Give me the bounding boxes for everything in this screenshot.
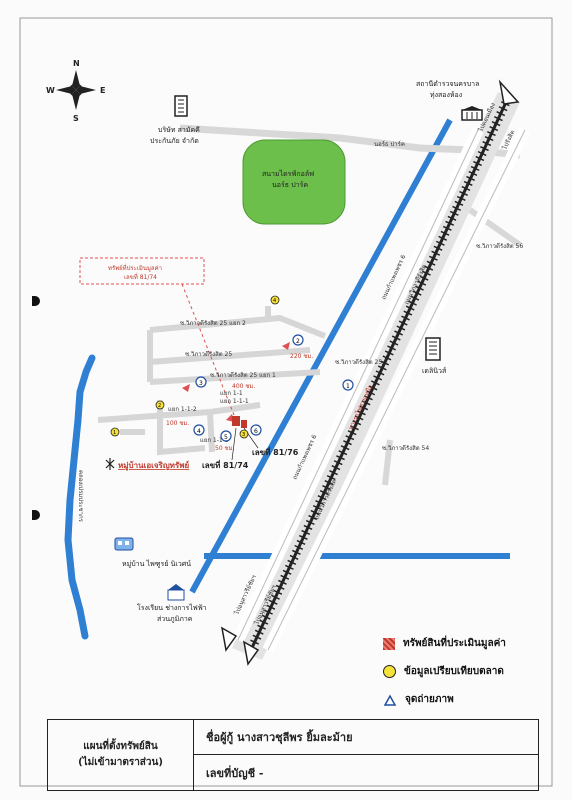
village-pp-label: หมู่บ้าน ไพฑูรย์ นิเวศน์ xyxy=(122,559,191,568)
police-label-2: ทุ่งสองห้อง xyxy=(430,91,462,99)
punch-hole-top xyxy=(32,296,40,306)
svg-text:3: 3 xyxy=(242,432,245,438)
road-soi54 xyxy=(382,439,393,486)
title-left-cell: แผนที่ตั้งทรัพย์สิน (ไม่เข้ามาตราส่วน) xyxy=(48,720,194,790)
photo-point-5: 5 xyxy=(220,430,232,442)
dailynews-building-icon xyxy=(425,337,441,361)
pointer-line xyxy=(181,283,237,421)
soi54-label: ซ.วิภาวดีรังสิต 54 xyxy=(382,444,429,452)
sub112-label: แยก 1-1-2 xyxy=(168,406,197,413)
legend-photo-label: จุดถ่ายภาพ xyxy=(405,694,454,705)
school-label-1: โรงเรียน ช่างการไฟฟ้า xyxy=(137,603,207,612)
plot-a-label: เลขที่ 81/74 xyxy=(202,459,249,470)
title-block: แผนที่ตั้งทรัพย์สิน (ไม่เข้ามาตราส่วน) ช… xyxy=(47,719,539,791)
photo-point-2: 2 xyxy=(292,334,304,346)
svg-text:6: 6 xyxy=(254,428,258,435)
northpark-road-label: นอร์ธ ปาร์ค xyxy=(374,140,405,148)
title-line1: แผนที่ตั้งทรัพย์สิน xyxy=(83,741,158,752)
canal-diagonal xyxy=(189,118,453,594)
title-line2: (ไม่เข้ามาตราส่วน) xyxy=(78,757,163,768)
sub111-label: แยก 1-1-1 xyxy=(220,398,249,405)
compass-w: W xyxy=(46,86,55,95)
dist-50: 50 ชม. xyxy=(215,445,235,452)
compass-s: S xyxy=(73,114,79,123)
police-label-1: สถานีตำรวจนครบาล xyxy=(416,80,479,88)
property-note-box xyxy=(79,257,205,285)
company-label-1: บริษัท สามัคคี xyxy=(158,126,200,134)
company-label-2: ประกันภัย จำกัด xyxy=(150,137,199,145)
soi25-1-label: ซ.วิภาวดีรังสิต 25 แยก 1 xyxy=(210,371,276,379)
village-house-icon xyxy=(114,537,134,551)
legend-property: ทรัพย์สินที่ประเมินมูลค่า xyxy=(383,636,506,651)
soi56-label: ซ.วิภาวดีรังสิต 56 xyxy=(476,242,523,250)
photo-point-6: 6 xyxy=(250,424,262,436)
svg-text:4: 4 xyxy=(273,298,276,304)
dist-400: 400 ชม. xyxy=(232,383,255,390)
photo-point-1: 1 xyxy=(342,379,354,391)
legend-property-label: ทรัพย์สินที่ประเมินมูลค่า xyxy=(403,638,506,649)
account-row: เลขที่บัญชี - xyxy=(194,755,538,790)
canal-label: คลองเปรมประชากร xyxy=(77,470,84,523)
account-number: เลขที่บัญชี - xyxy=(206,766,264,780)
borrower-name: ชื่อผู้กู้ นางสาวชุลีพร ยิ้มละม้าย xyxy=(206,731,353,744)
plot-b-label: เลขที่ 81/76 xyxy=(252,446,299,457)
market-marker-3: 3 xyxy=(239,429,249,439)
svg-text:1: 1 xyxy=(346,383,350,390)
borrower-row: ชื่อผู้กู้ นางสาวชุลีพร ยิ้มละม้าย xyxy=(194,720,538,755)
school-icon xyxy=(167,584,185,601)
photo-point-4: 4 xyxy=(193,424,205,436)
note-box-line2: เลขที่ 81/74 xyxy=(124,273,157,281)
market-marker-1: 1 xyxy=(110,427,120,437)
note-box-line1: ทรัพย์ที่ประเมินมูลค่า xyxy=(108,264,162,272)
property-marker xyxy=(232,416,247,428)
railway xyxy=(245,96,513,654)
dist-220: 220 ชม. xyxy=(290,353,313,360)
property-swatch xyxy=(383,637,395,650)
svg-text:2: 2 xyxy=(296,338,300,345)
soi25-right-label: ซ.วิภาวดีรังสิต 25 xyxy=(335,358,382,366)
legend-photo: จุดถ่ายภาพ xyxy=(383,692,454,707)
local-roads xyxy=(97,306,327,456)
svg-text:3: 3 xyxy=(199,380,203,387)
compass-icon xyxy=(56,70,96,110)
hw-arrow-top xyxy=(498,79,520,105)
photo-point-icon xyxy=(383,693,397,706)
sub113-label: แยก 1-1-3 xyxy=(200,437,229,444)
photo-point-3: 3 xyxy=(195,376,207,388)
plot-a-leader xyxy=(231,427,237,461)
legend-market: ข้อมูลเปรียบเทียบตลาด xyxy=(383,664,504,679)
canal-left xyxy=(64,354,96,640)
sub11-label: แยก 1-1 xyxy=(220,390,243,397)
asterisk-icon xyxy=(105,458,115,470)
soi25-2-label: ซ.วิภาวดีรังสิต 25 แยก 2 xyxy=(180,319,246,327)
dailynews-label: เดลินิวส์ xyxy=(422,367,447,375)
market-marker-4: 4 xyxy=(270,295,280,305)
hw-arrow-bot2 xyxy=(242,640,260,666)
svg-text:5: 5 xyxy=(224,434,228,441)
village-arj-label: หมู่บ้านเอเจริญทรัพย์ xyxy=(118,460,190,471)
svg-text:2: 2 xyxy=(158,403,161,409)
svg-text:1: 1 xyxy=(113,430,116,436)
market-marker-2: 2 xyxy=(155,400,165,410)
svg-text:4: 4 xyxy=(197,428,201,435)
golf-label-1: สนามไดรฟ์กอล์ฟ xyxy=(262,169,314,178)
dist-100: 100 ชม. xyxy=(166,420,189,427)
punch-hole-bottom xyxy=(32,510,40,520)
compass-n: N xyxy=(73,59,80,68)
building-icon xyxy=(174,95,188,117)
soi25-label: ซ.วิภาวดีรังสิต 25 xyxy=(185,350,232,358)
hw-arrow-bot1 xyxy=(220,626,238,652)
golf-course xyxy=(242,139,346,225)
market-swatch xyxy=(383,665,396,678)
legend-market-label: ข้อมูลเปรียบเทียบตลาด xyxy=(404,666,504,677)
golf-label-2: นอร์ธ ปาร์ค xyxy=(272,181,308,189)
map-frame xyxy=(19,17,553,787)
compass-e: E xyxy=(100,86,105,95)
police-station-icon xyxy=(461,106,483,121)
school-label-2: ส่วนภูมิภาค xyxy=(157,615,193,623)
